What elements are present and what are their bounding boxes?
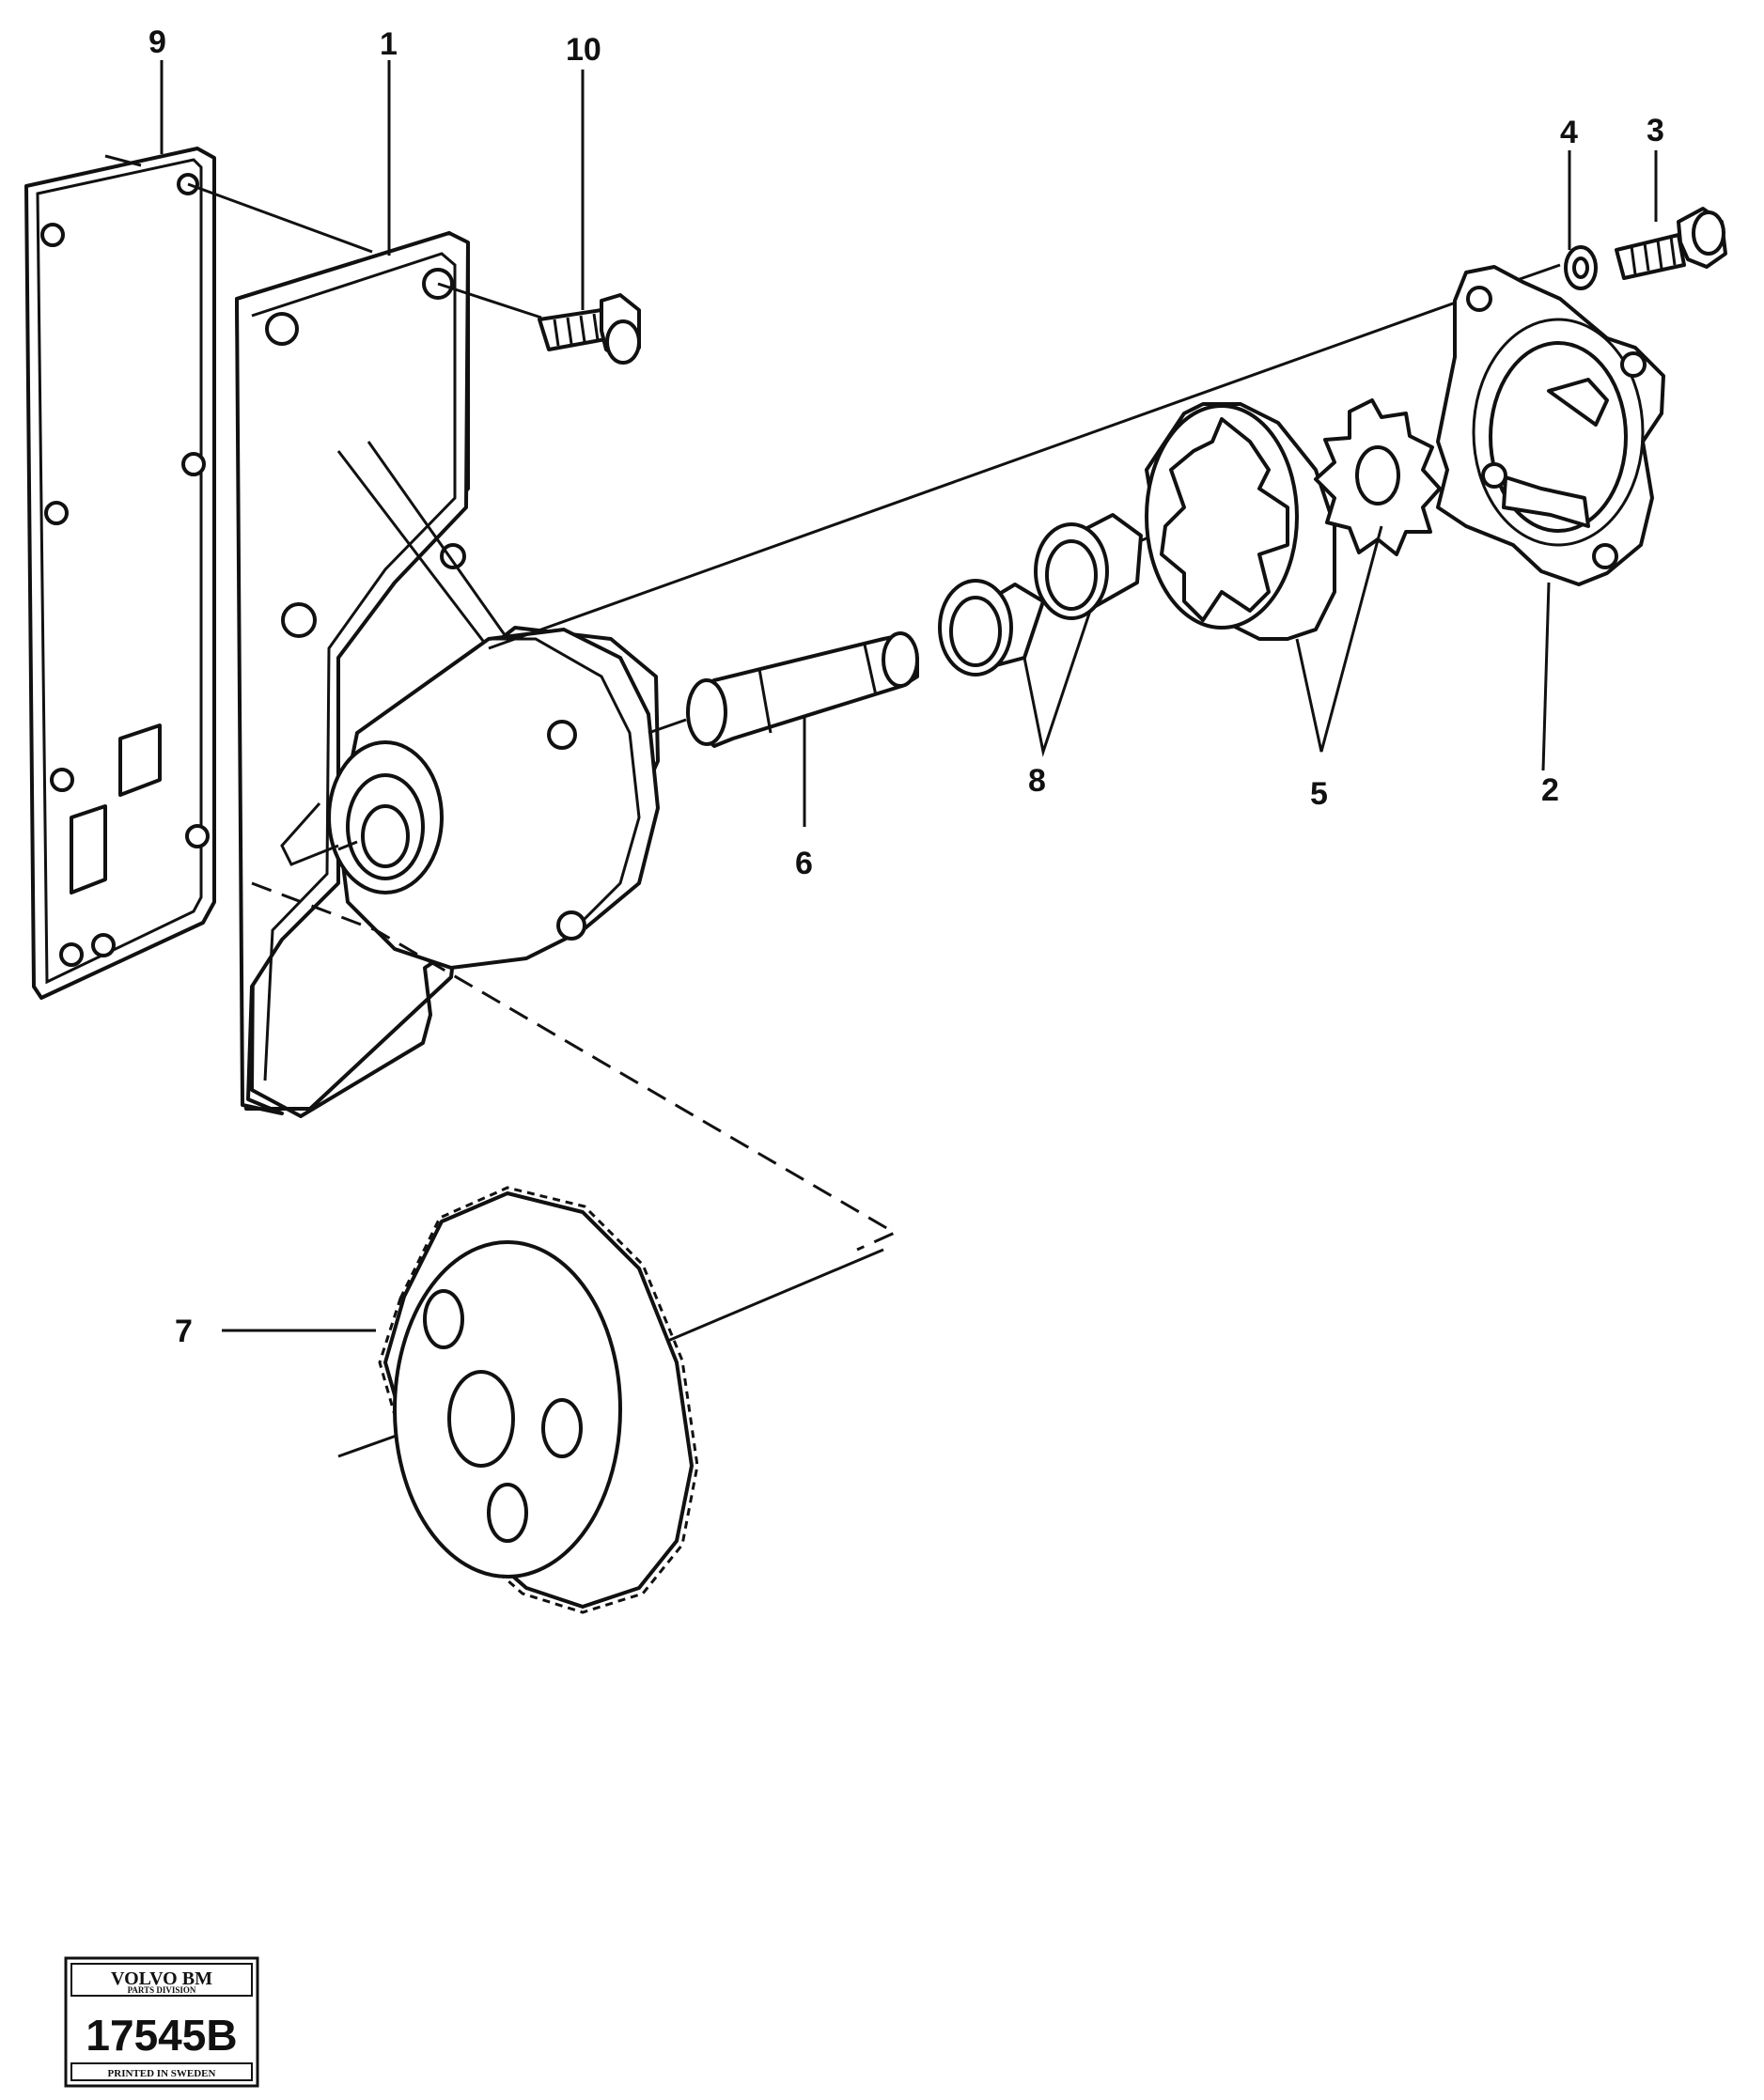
callout-7: 7 (175, 1314, 193, 1349)
callout-8: 8 (1028, 763, 1046, 799)
drive-gear-part-7 (222, 1186, 699, 1614)
callout-4: 4 (1560, 115, 1578, 150)
oil-pump-housing-part-1 (235, 231, 660, 1118)
callout-5: 5 (1310, 776, 1328, 812)
volvo-bm-parts-stamp: VOLVO BM PARTS DIVISION 17545B PRINTED I… (64, 1956, 259, 2088)
gasket-plate-part-9 (24, 147, 216, 1000)
callout-2: 2 (1541, 772, 1559, 808)
washer-part-4 (1564, 245, 1598, 290)
shaft-part-6 (686, 631, 919, 827)
callout-9: 9 (148, 24, 166, 60)
bolt-part-10 (538, 293, 641, 365)
callout-leaders (160, 60, 1658, 771)
stamp-printed: PRINTED IN SWEDEN (108, 2068, 216, 2079)
bushings-part-8 (938, 513, 1143, 757)
stamp-brand: VOLVO BM (111, 1968, 212, 1989)
pump-cover-part-2 (1436, 265, 1665, 586)
rotor-set-part-5 (1145, 398, 1442, 753)
callout-10: 10 (566, 32, 601, 68)
callout-6: 6 (795, 846, 813, 881)
bolt-part-3 (1615, 207, 1727, 280)
callout-1: 1 (380, 26, 398, 62)
callout-3: 3 (1647, 113, 1664, 148)
stamp-division: PARTS DIVISION (128, 1985, 196, 1995)
stamp-number: 17545B (86, 2011, 237, 2060)
